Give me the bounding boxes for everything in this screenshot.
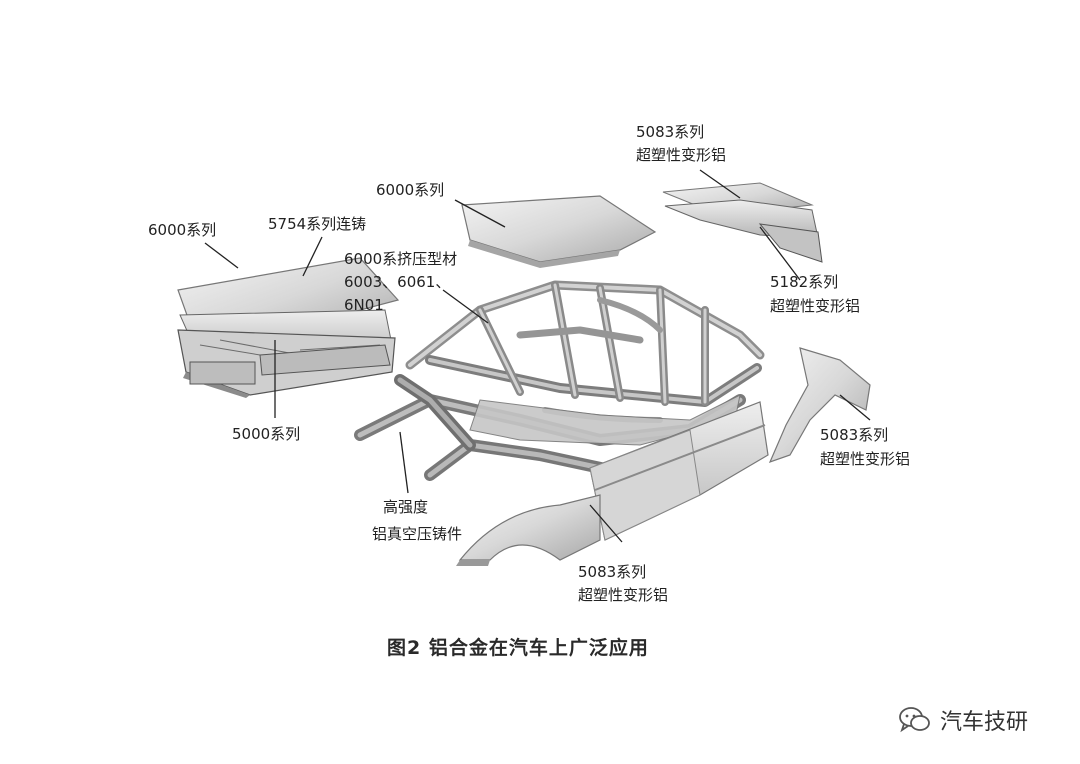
label-extrusion-grades-2: 6N01 [344,296,384,314]
front-fender [456,494,601,566]
label-front-fender-2: 超塑性变形铝 [578,586,669,604]
watermark-text: 汽车技研 [940,710,1029,735]
label-rear-fender-2: 超塑性变形铝 [820,450,911,468]
label-casting-2: 铝真空压铸件 [372,525,463,543]
label-trunk-inner-1: 5182系列 [770,273,839,291]
label-trunk-top-1: 5083系列 [636,123,705,141]
label-hood-outer: 6000系列 [148,221,217,239]
label-extrusion-grades-1: 6003、6061、 [344,273,451,291]
label-trunk-top-2: 超塑性变形铝 [636,146,727,164]
door-panels [589,401,769,541]
hood-assembly [177,257,400,398]
label-trunk-inner-2: 超塑性变形铝 [770,297,861,315]
watermark: 汽车技研 [898,700,1068,740]
rear-fender [768,347,871,464]
leader-lines [204,169,871,543]
label-casting-1: 高强度 [383,498,429,516]
label-hood-inner: 5000系列 [232,425,301,443]
figure-caption: 图2 铝合金在汽车上广泛应用 [387,637,649,659]
label-front-fender-1: 5083系列 [578,563,647,581]
label-hood-cast: 5754系列连铸 [268,215,367,233]
label-rear-fender-1: 5083系列 [820,426,889,444]
roof-panel [461,195,657,268]
trunk-lid [662,182,823,263]
wechat-icon [899,707,930,733]
label-extrusion-title: 6000系挤压型材 [344,250,458,268]
label-roof: 6000系列 [376,181,445,199]
